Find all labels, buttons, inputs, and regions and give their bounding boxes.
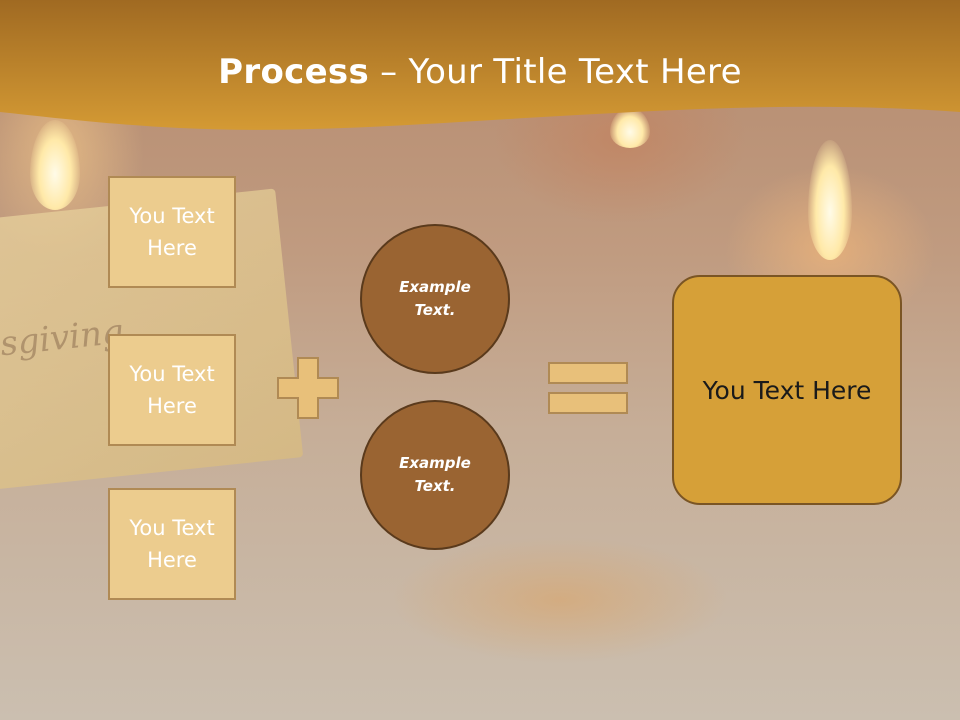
slide-title: Process – Your Title Text Here bbox=[0, 52, 960, 92]
example-circle-1[interactable]: Example Text. bbox=[360, 224, 510, 374]
equals-icon bbox=[548, 362, 628, 414]
candle-flame-top bbox=[610, 108, 650, 148]
input-box-3[interactable]: You Text Here bbox=[108, 488, 236, 600]
input-box-1[interactable]: You Text Here bbox=[108, 176, 236, 288]
result-box[interactable]: You Text Here bbox=[672, 275, 902, 505]
title-banner bbox=[0, 0, 960, 130]
input-box-label: You Text Here bbox=[129, 362, 215, 418]
candle-flame-left bbox=[30, 120, 80, 210]
plus-icon bbox=[277, 357, 339, 419]
input-box-label: You Text Here bbox=[129, 204, 215, 260]
example-circle-label: Example Text. bbox=[399, 454, 471, 495]
title-bold: Process bbox=[218, 52, 370, 92]
input-box-2[interactable]: You Text Here bbox=[108, 334, 236, 446]
result-label: You Text Here bbox=[702, 375, 872, 405]
candle-flame-right bbox=[808, 140, 852, 260]
example-circle-2[interactable]: Example Text. bbox=[360, 400, 510, 550]
example-circle-label: Example Text. bbox=[399, 278, 471, 319]
title-rest: – Your Title Text Here bbox=[369, 52, 742, 92]
input-box-label: You Text Here bbox=[129, 516, 215, 572]
